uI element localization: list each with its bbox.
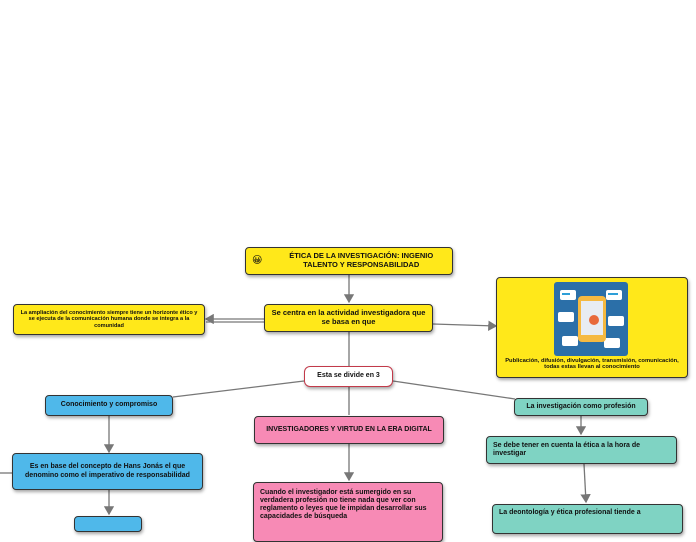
- deontology-node[interactable]: La deontología y ética profesional tiend…: [492, 504, 683, 534]
- connector-divides-profession: [392, 380, 516, 400]
- focus-label: Se centra en la actividad investigadora …: [271, 308, 426, 326]
- immersed-label: Cuando el investigador está sumergido en…: [260, 489, 427, 521]
- connector-lines: [0, 275, 591, 516]
- left-note-node[interactable]: La ampliación del conocimiento siempre t…: [13, 304, 205, 335]
- connector-ethics-deontology: [580, 463, 591, 504]
- divides-node[interactable]: Esta se divide en 3: [304, 366, 393, 387]
- profession-node[interactable]: La investigación como profesión: [514, 398, 648, 416]
- digital-node[interactable]: INVESTIGADORES Y VIRTUD EN LA ERA DIGITA…: [254, 416, 444, 444]
- root-topic-node[interactable]: 😀 ÉTICA DE LA INVESTIGACIÓN: INGENIO TAL…: [245, 247, 453, 275]
- connector-focus-right: [432, 320, 498, 331]
- digital-label: INVESTIGADORES Y VIRTUD EN LA ERA DIGITA…: [266, 425, 432, 433]
- divides-label: Esta se divide en 3: [317, 372, 380, 380]
- digital-communication-illustration: [554, 282, 628, 356]
- connector-divides-knowledge: [172, 380, 305, 398]
- deontology-label: La deontología y ética profesional tiend…: [499, 509, 641, 516]
- smiley-emoji-icon: 😀: [252, 255, 263, 267]
- right-note-label: Publicación, difusión, divulgación, tran…: [505, 357, 679, 371]
- jonas-label: Es en base del concepto de Hans Jonás el…: [25, 463, 190, 479]
- left-note-label: La ampliación del conocimiento siempre t…: [20, 310, 198, 329]
- ethics-label: Se debe tener en cuenta la ética a la ho…: [493, 441, 641, 457]
- knowledge-label: Conocimiento y compromiso: [60, 401, 158, 409]
- ethics-node[interactable]: Se debe tener en cuenta la ética a la ho…: [486, 436, 677, 464]
- jonas-node[interactable]: Es en base del concepto de Hans Jonás el…: [12, 453, 203, 490]
- focus-node[interactable]: Se centra en la actividad investigadora …: [264, 304, 433, 332]
- knowledge-node[interactable]: Conocimiento y compromiso: [45, 395, 173, 416]
- immersed-node[interactable]: Cuando el investigador está sumergido en…: [253, 482, 443, 542]
- jonas-child-node[interactable]: [74, 516, 142, 532]
- root-topic-label: ÉTICA DE LA INVESTIGACIÓN: INGENIO TALEN…: [289, 251, 434, 269]
- profession-label: La investigación como profesión: [526, 402, 636, 410]
